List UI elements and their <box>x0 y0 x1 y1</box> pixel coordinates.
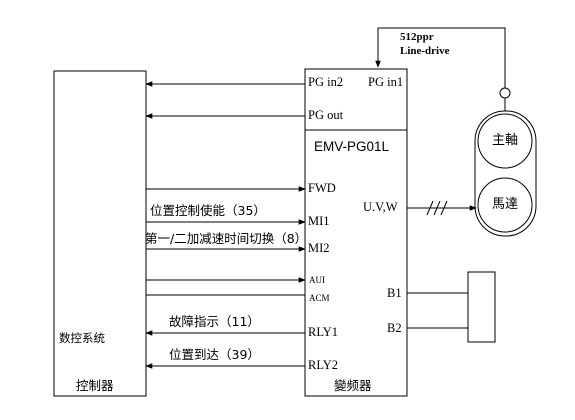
terminal-fwd: FWD <box>308 181 336 195</box>
hatch-1 <box>426 200 434 216</box>
hatch-2 <box>433 200 441 216</box>
motor-circle <box>477 177 533 233</box>
terminal-b1: B1 <box>387 286 402 300</box>
terminal-pg-in1: PG in1 <box>368 75 404 89</box>
terminal-acm: ACM <box>309 293 330 303</box>
controller-box <box>53 70 147 397</box>
signal-fault: 故障指示（11） <box>169 314 260 329</box>
controller-system-label: 数控系统 <box>59 331 105 345</box>
motor-label: 馬達 <box>492 197 519 212</box>
line-encoder-feedback <box>375 27 506 89</box>
terminal-mi1: MI1 <box>308 214 330 228</box>
terminal-pg-out: PG out <box>308 108 344 122</box>
hatch-3 <box>440 200 448 216</box>
terminal-pg-in2: PG in2 <box>308 75 344 89</box>
signal-position-enable: 位置控制使能（35） <box>150 203 266 218</box>
terminal-rly2: RLY2 <box>308 358 338 372</box>
terminal-b2: B2 <box>387 321 402 335</box>
terminal-rly1: RLY1 <box>308 325 338 339</box>
brake-resistor <box>467 271 496 343</box>
terminal-uvw: U.V,W <box>363 200 398 214</box>
motor-body <box>474 110 537 237</box>
controller-label: 控制器 <box>76 378 114 393</box>
inverter-label: 變频器 <box>334 378 372 393</box>
inverter-box <box>304 68 408 397</box>
terminal-mi2: MI2 <box>308 241 330 255</box>
pg-card-model: EMV-PG01L <box>314 139 390 154</box>
spindle-circle <box>477 113 533 169</box>
encoder-ppr: 512ppr <box>400 31 434 43</box>
encoder-knob <box>499 87 511 99</box>
terminal-aui: AUI <box>309 275 325 285</box>
signal-position-reached: 位置到达（39） <box>169 347 260 362</box>
signal-accel-switch: 第一/二加减速时间切换（8） <box>145 231 308 246</box>
spindle-label: 主軸 <box>492 133 519 148</box>
encoder-type: Line-drive <box>400 45 450 57</box>
